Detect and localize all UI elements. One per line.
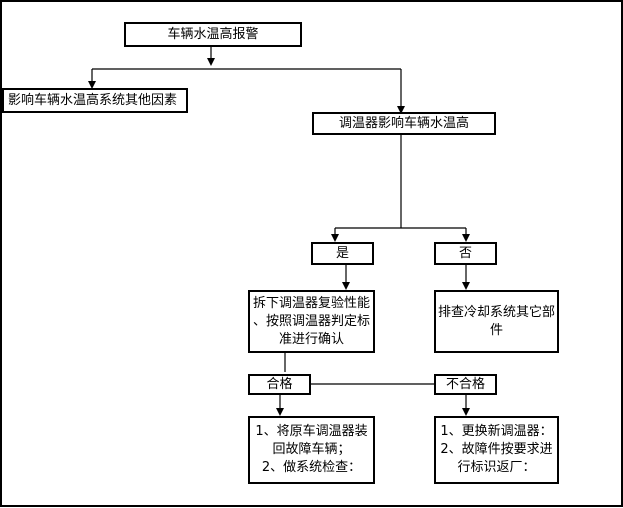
node-disassemble-label: 拆下调温器复验性能 、按照调温器判定标 准进行确认 [252, 295, 370, 347]
node-other-factors-label: 影响车辆水温高系统其他因素 [8, 92, 178, 108]
node-fail-label: 不合格 [445, 376, 485, 392]
node-check-cooling: 排查冷却系统其它部件 [434, 290, 559, 353]
node-pass-actions: 1、将原车调温器装 回故障车辆； 2、做系统检查： [248, 416, 375, 484]
node-fail-actions-label: 1、更换新调温器： 2、故障件按要求进 行标识返厂： [440, 424, 553, 475]
node-thermostat: 调温器影响车辆水温高 [312, 112, 496, 135]
node-fail: 不合格 [434, 374, 497, 395]
node-thermostat-label: 调温器影响车辆水温高 [338, 115, 469, 131]
node-pass-label: 合格 [266, 376, 293, 392]
node-no-label: 否 [458, 245, 472, 261]
node-fail-actions: 1、更换新调温器： 2、故障件按要求进 行标识返厂： [434, 416, 559, 484]
node-pass: 合格 [248, 374, 311, 395]
node-alarm-label: 车辆水温高报警 [167, 26, 259, 42]
node-check-cooling-label: 排查冷却系统其它部件 [437, 304, 555, 338]
node-yes-label: 是 [335, 245, 349, 261]
node-pass-actions-label: 1、将原车调温器装 回故障车辆； 2、做系统检查： [255, 424, 368, 475]
node-other-factors: 影响车辆水温高系统其他因素 [2, 88, 188, 113]
node-disassemble: 拆下调温器复验性能 、按照调温器判定标 准进行确认 [248, 290, 375, 353]
node-yes: 是 [311, 242, 374, 265]
node-no: 否 [434, 242, 497, 265]
node-alarm: 车辆水温高报警 [124, 22, 302, 47]
